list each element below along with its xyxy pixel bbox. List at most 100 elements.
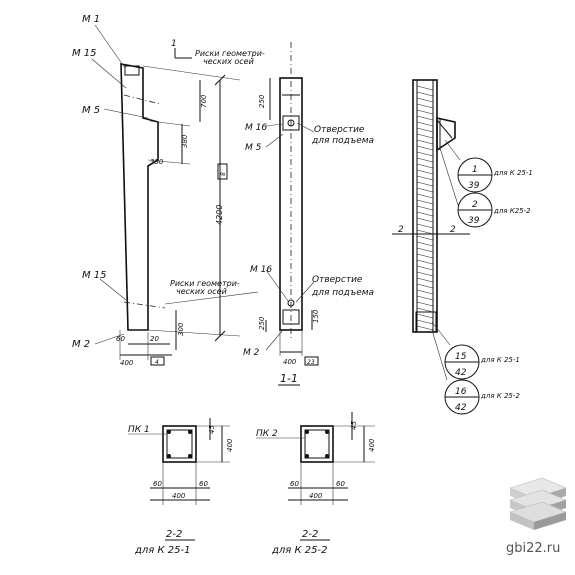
stirrup-line [416,163,434,169]
note-hole-top-2: для подъема [311,136,374,146]
cross-section-k25-1: ПК 1 400 45 60 60 400 2-2 для К 25-1 [128,418,234,556]
stirrup-line [416,169,434,175]
stirrup-line [416,271,434,277]
callout-note: для К 25-1 [480,356,520,364]
stirrup-line [416,181,434,187]
dim-60-sec1-r: 60 [199,480,208,488]
dim-60-sec2-l: 60 [290,480,299,488]
stirrup-line [416,121,434,127]
dim-20: 20 [150,335,159,343]
mark-m2-left: М 2 [72,339,90,350]
stirrup-line [416,109,434,115]
dim-60: 60 [116,335,125,343]
dim-700: 700 [200,94,208,108]
section-1-1: М 16 М 5 М 16 М 2 Отверстие для подъема … [243,42,374,386]
dim-400-sec1-h: 400 [226,438,234,452]
section-title-a: 2-2 [166,529,182,540]
dim-150: 150 [312,309,320,323]
callout-2-39: 2 39 для К25-2 [457,192,531,228]
stirrup-line [416,319,434,325]
callout-num: 15 [455,352,467,362]
reinforcement-view: 2 2 [392,79,470,381]
dim-250-mid: 250 [258,316,266,330]
dim-box-left [150,356,165,366]
callout-sheet: 39 [468,181,480,191]
stirrup-line [416,325,434,331]
stirrup-line [416,289,434,295]
callout-num: 2 [472,200,478,210]
stirrup-line [416,151,434,157]
dim-400-sec2-w: 400 [309,492,323,500]
callout-sheet: 42 [455,403,467,413]
callout-sheet: 39 [468,216,480,226]
mark-m16-b: М 16 [250,265,272,275]
callout-note: для К 25-1 [493,169,533,177]
stirrup-line [416,217,434,223]
stirrup-line [416,247,434,253]
stirrup-line [416,157,434,163]
callout-note: для К25-2 [493,207,531,215]
stirrup-line [416,193,434,199]
dim-45-sec1: 45 [208,425,216,434]
stirrup-line [416,97,434,103]
stirrup-line [416,127,434,133]
callout-15-42: 15 42 для К 25-1 [444,344,520,380]
callout-note: для К 25-2 [480,392,520,400]
stirrup-line [416,235,434,241]
note-risks-top: Риски геометри- [195,49,265,58]
stirrup-line [416,199,434,205]
section-mark-2-left: 2 [398,225,404,235]
dim-400-mid: 400 [283,358,297,366]
dim-box-left-text: 4 [155,359,159,366]
stirrup-line [416,175,434,181]
dim-box-mid-text: 23 [307,359,315,366]
stirrup-line [416,103,434,109]
mark-m15-mid: М 15 [82,270,107,281]
mark-m5-mid: М 5 [245,143,262,153]
stacked-slabs-icon [509,477,567,530]
stirrup-line [416,85,434,91]
stirrup-line [416,115,434,121]
stirrup-line [416,295,434,301]
dim-box-mid [304,356,319,366]
dim-400-sec1-w: 400 [172,492,186,500]
dim-box-4800-text: 8 [220,172,227,176]
dim-45-sec2: 45 [350,421,358,430]
dim-400-left: 400 [120,359,134,367]
dim-400-sec2-h: 400 [368,438,376,452]
mark-m16-a: М 16 [245,123,267,133]
section-mark-2-right: 2 [450,225,456,235]
section-subtitle-a: для К 25-1 [134,545,190,556]
stirrup-line [416,211,434,217]
stirrup-line [416,91,434,97]
stirrup-line [416,133,434,139]
stirrup-line [416,307,434,313]
label-pk1: ПК 1 [128,425,150,435]
cross-section-k25-2: ПК 2 400 45 60 60 400 2-2 для К 25-2 [256,412,376,556]
stirrup-line [416,259,434,265]
dim-350: 350 [150,158,164,166]
stirrup-line [416,229,434,235]
dim-300: 300 [177,322,185,336]
note-hole-bottom: Отверстие [312,275,363,285]
dim-60-sec2-r: 60 [336,480,345,488]
section-mark-1: 1 [171,39,177,49]
note-hole-bottom-2: для подъема [311,288,374,298]
stirrup-line [416,241,434,247]
mark-m2-mid: М 2 [243,348,260,358]
callout-1-39: 1 39 для К 25-1 [457,157,533,193]
section-title-b: 2-2 [302,529,318,540]
note-risks-bottom-2: ческих осей [176,287,227,296]
watermark-site: gbi22.ru [506,541,560,556]
section-label-1-1: 1-1 [280,372,298,385]
mark-m5-left: М 5 [82,105,100,116]
mark-m1: М 1 [82,14,100,25]
stirrup-line [416,205,434,211]
stirrup-line [416,313,434,319]
column-elevation-left: М 1 М 15 М 5 М 15 М 2 1 Риски геометри- … [72,14,265,367]
dim-60-sec1-l: 60 [153,480,162,488]
stirrup-line [416,283,434,289]
callout-num: 1 [472,165,478,175]
dim-250-top: 250 [258,94,266,108]
note-risks-top-2: ческих осей [203,57,254,66]
